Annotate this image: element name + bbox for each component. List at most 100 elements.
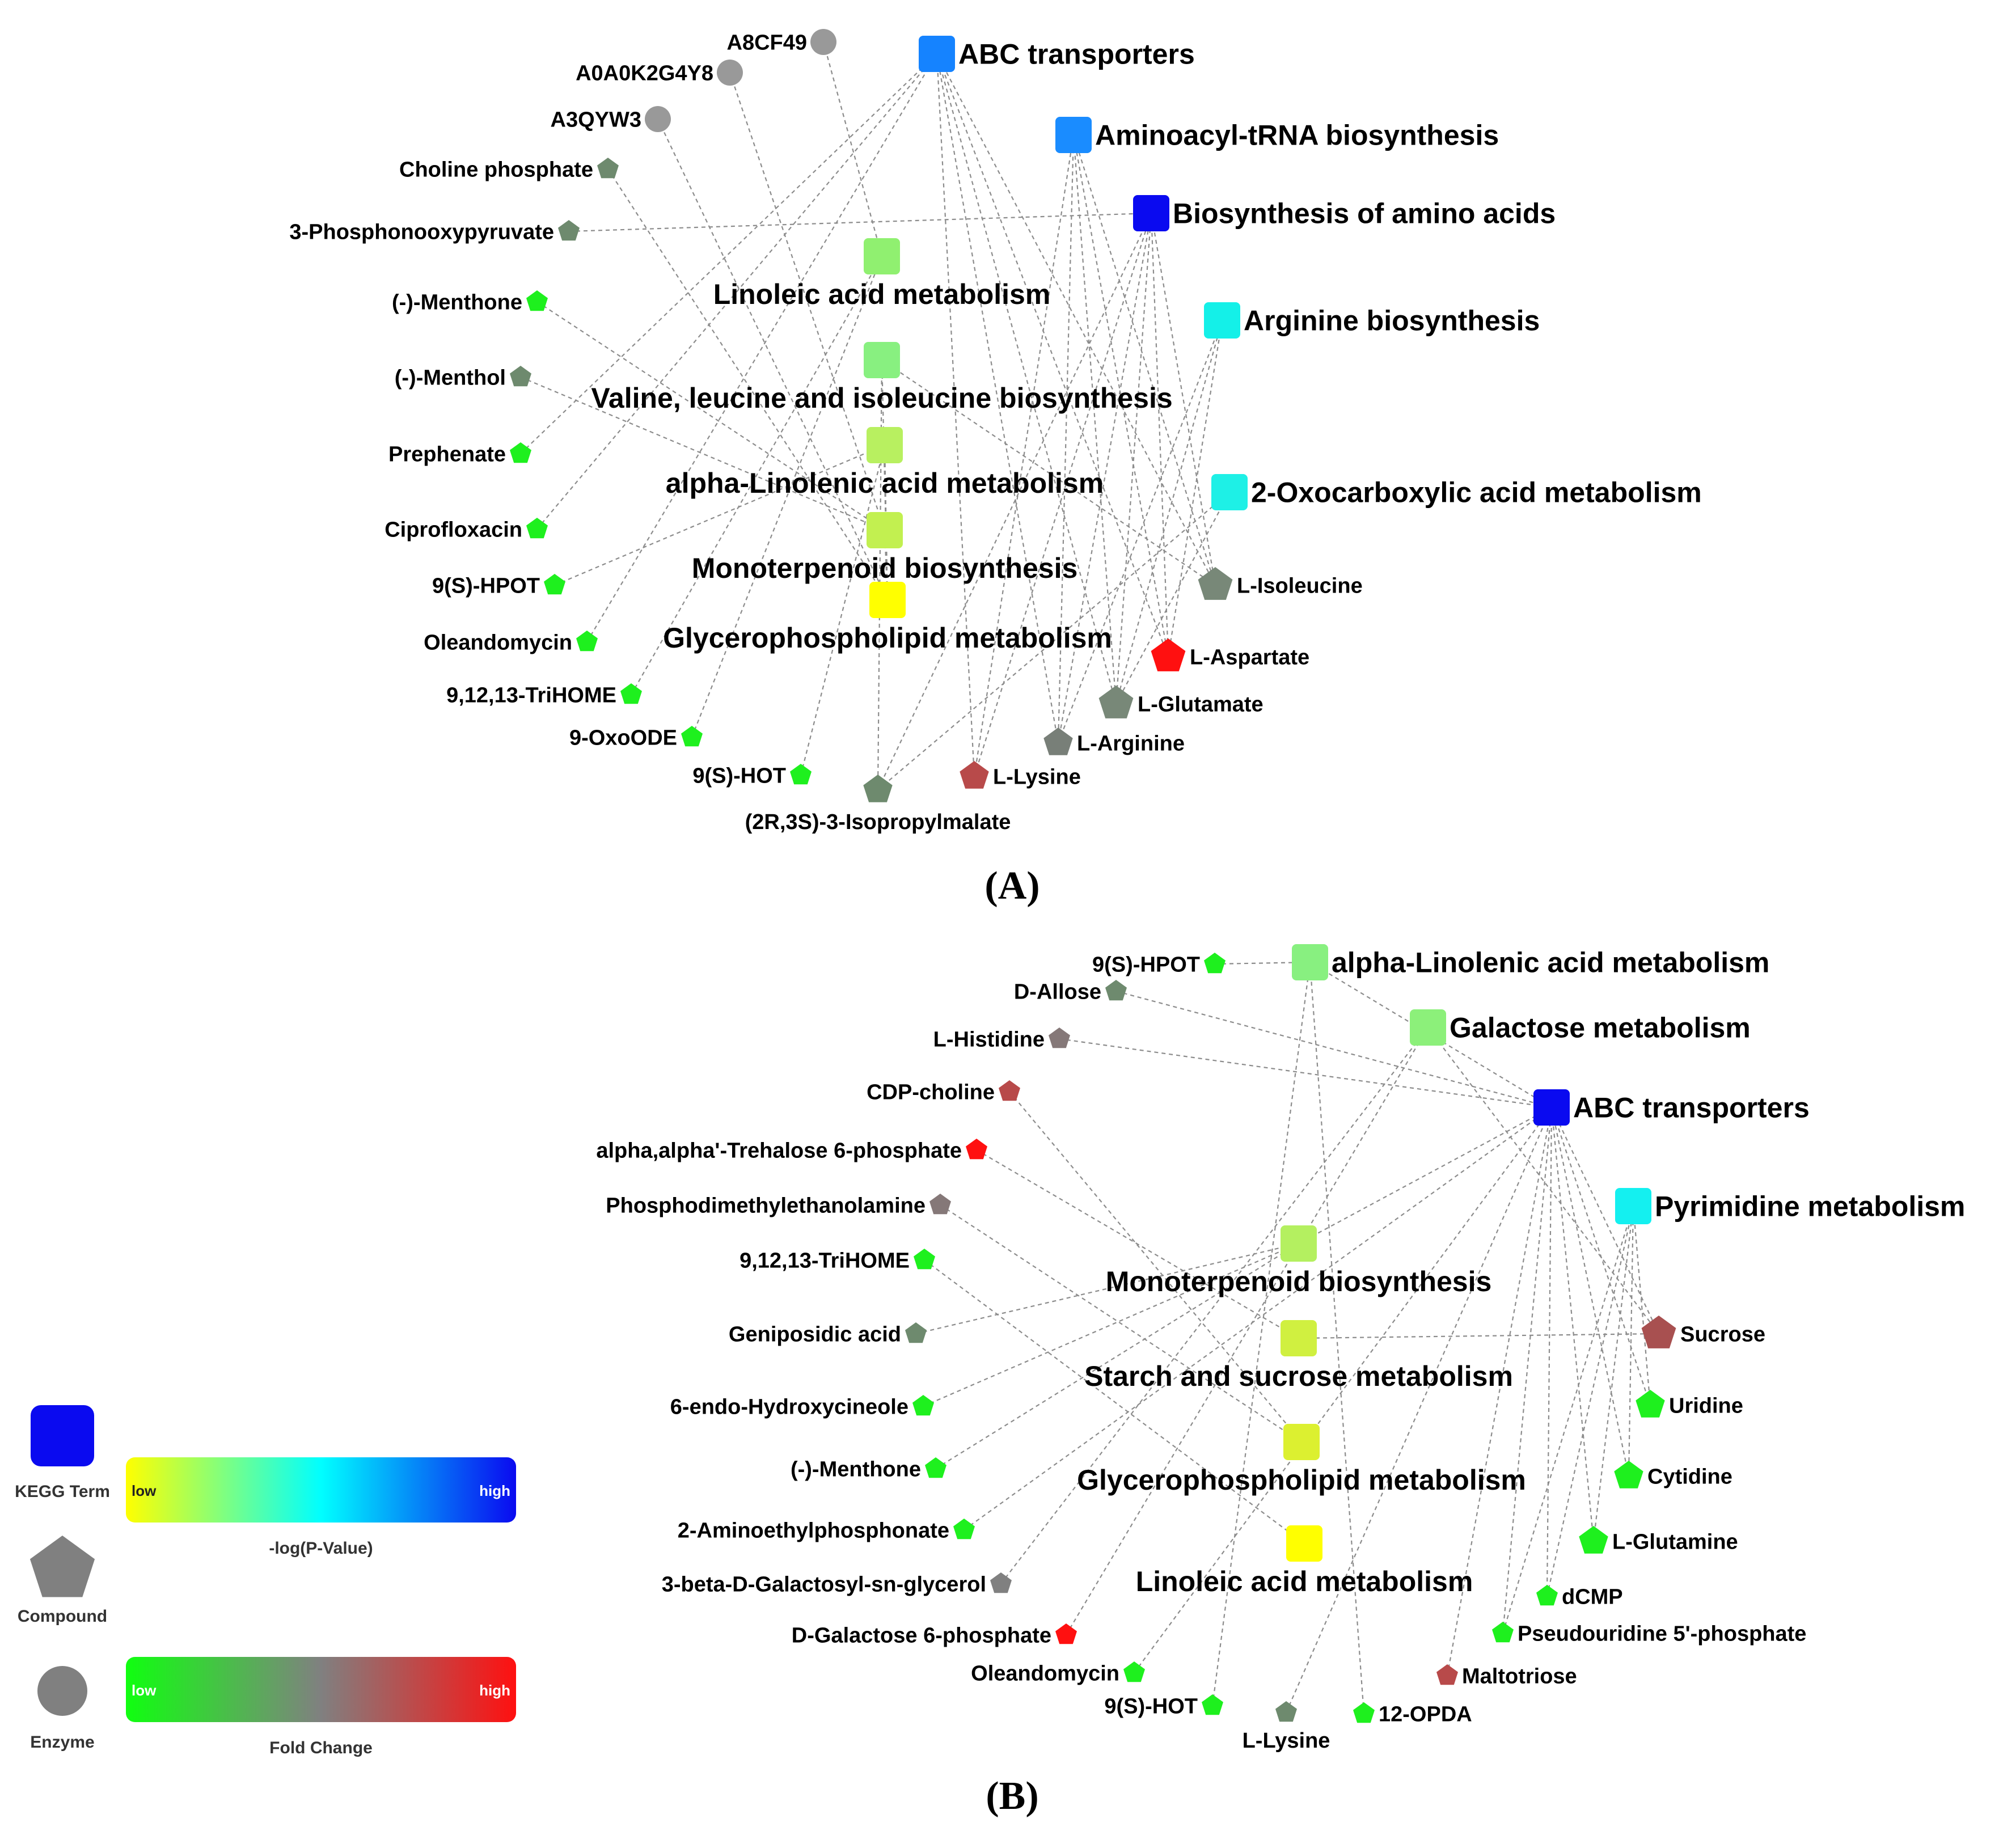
enzyme-a3qy[interactable]: A3QYW3 [551,106,671,132]
compound-gln[interactable]: L-Glutamine [1579,1526,1738,1554]
compound-genip[interactable]: Geniposidic acid [729,1322,927,1346]
kegg-term-arginine-label: Arginine biosynthesis [1244,305,1540,337]
compound-dgal[interactable]: D-Galactose 6-phosphate [792,1623,1077,1647]
compound-pentagon-icon [1641,1316,1676,1348]
fold-caption: Fold Change [269,1739,373,1757]
compound-cipro[interactable]: Ciprofloxacin [384,518,548,542]
compound-menthol[interactable]: (-)-Menthol [395,366,531,390]
kegg-term-linoleic-label: Linoleic acid metabolism [1136,1566,1473,1597]
compound-arg[interactable]: L-Arginine [1043,728,1185,755]
edge-a3qy-glycero [657,119,888,601]
compound-ile[interactable]: L-Isoleucine [1198,567,1363,600]
compound-glu[interactable]: L-Glutamate [1098,686,1264,718]
legend-enzyme: Enzyme [30,1666,95,1752]
compound-hydroxy[interactable]: 6-endo-Hydroxycineole [670,1395,934,1419]
compound-arg-label: L-Arginine [1077,731,1185,755]
kegg-term-oxocarb-label: 2-Oxocarboxylic acid metabolism [1251,477,1702,509]
kegg-term-abc[interactable]: ABC transporters [919,36,1195,72]
compound-galgly[interactable]: 3-beta-D-Galactosyl-sn-glycerol [662,1572,1012,1596]
compound-hpot[interactable]: 9(S)-HPOT [432,574,565,598]
kegg-term-valine[interactable]: Valine, leucine and isoleucine biosynthe… [591,342,1173,414]
compound-pentagon-icon [914,1249,935,1270]
kegg-term-galact[interactable]: Galactose metabolism [1410,1009,1751,1046]
compound-olean[interactable]: Oleandomycin [424,631,598,654]
kegg-term-valine-label: Valine, leucine and isoleucine biosynthe… [591,382,1172,414]
kegg-term-arginine[interactable]: Arginine biosynthesis [1204,302,1540,339]
compound-treh[interactable]: alpha,alpha'-Trehalose 6-phosphate [596,1139,987,1162]
compound-cdp[interactable]: CDP-choline [867,1080,1020,1104]
kegg-term-oxocarb[interactable]: 2-Oxocarboxylic acid metabolism [1211,474,1702,510]
kegg-term-alphalin[interactable]: alpha-Linolenic acid metabolism [666,427,1104,499]
kegg-term-aminoacyl[interactable]: Aminoacyl-tRNA biosynthesis [1055,117,1499,153]
kegg-term-biosyn[interactable]: Biosynthesis of amino acids [1133,195,1556,231]
compound-cyt-label: Cytidine [1647,1465,1732,1488]
edge-ile-aminoacyl [1072,134,1216,586]
enzyme-circle-icon [717,60,743,86]
enzyme-a0a0[interactable]: A0A0K2G4Y8 [576,60,743,86]
kegg-term-starch[interactable]: Starch and sucrose metabolism [1084,1320,1513,1392]
legend-fold-gradient: low high Fold Change [126,1657,516,1757]
kegg-term-glycero-label: Glycerophospholipid metabolism [1077,1464,1526,1496]
enzyme-a8cf[interactable]: A8CF49 [727,29,837,55]
kegg-term-abc[interactable]: ABC transporters [1533,1089,1810,1126]
kegg-term-glycero[interactable]: Glycerophospholipid metabolism [1077,1424,1526,1496]
compound-pentagon-icon [597,158,619,179]
compound-phospho-label: 3-Phosphonooxypyruvate [289,220,554,244]
kegg-term-linoleic[interactable]: Linoleic acid metabolism [713,238,1051,310]
kegg-term-monoterp[interactable]: Monoterpenoid biosynthesis [1106,1225,1492,1297]
kegg-term-alphalin[interactable]: alpha-Linolenic acid metabolism [1292,944,1769,980]
compound-dallose[interactable]: D-Allose [1014,980,1127,1004]
compound-lys[interactable]: L-Lysine [1243,1701,1330,1753]
kegg-term-glycero[interactable]: Glycerophospholipid metabolism [663,582,1112,654]
edge-glu-abc [936,53,1117,704]
compound-trihome[interactable]: 9,12,13-TriHOME [446,683,642,707]
compound-isoprop-label: (2R,3S)-3-Isopropylmalate [745,810,1011,834]
compound-his[interactable]: L-Histidine [933,1027,1070,1051]
kegg-term-galact-label: Galactose metabolism [1450,1012,1751,1044]
edge-opda-alphalin [1309,962,1365,1714]
kegg-term-monoterp[interactable]: Monoterpenoid biosynthesis [692,512,1078,584]
enzyme-a0a0-label: A0A0K2G4Y8 [576,61,713,85]
compound-hpot[interactable]: 9(S)-HPOT [1092,953,1226,976]
kegg-term-biosyn-label: Biosynthesis of amino acids [1173,198,1556,230]
compound-cholp[interactable]: Choline phosphate [399,158,619,181]
compound-pentagon-icon [925,1457,946,1478]
compound-menthone[interactable]: (-)-Menthone [392,290,548,314]
compound-asp[interactable]: L-Aspartate [1151,638,1310,671]
compound-pentagon-icon [1105,980,1127,1001]
kegg-term-monoterp-label: Monoterpenoid biosynthesis [692,552,1078,584]
compound-menthone-label: (-)-Menthone [791,1457,921,1481]
compound-sucr[interactable]: Sucrose [1641,1316,1765,1348]
compound-oxoode[interactable]: 9-OxoODE [569,726,703,750]
compound-prephen[interactable]: Prephenate [388,442,531,466]
compound-pentagon-icon [510,366,531,387]
compound-uri[interactable]: Uridine [1636,1390,1743,1418]
compound-pseudo[interactable]: Pseudouridine 5'-phosphate [1492,1622,1806,1646]
compound-dcmp[interactable]: dCMP [1536,1585,1623,1609]
kegg-term-square-icon [1133,195,1169,231]
compound-hot[interactable]: 9(S)-HOT [692,764,812,788]
compound-malt[interactable]: Maltotriose [1436,1664,1577,1688]
compound-cyt[interactable]: Cytidine [1614,1461,1732,1488]
compound-hot[interactable]: 9(S)-HOT [1104,1694,1223,1718]
edge-trihome-linoleic [924,1259,1305,1544]
compound-phospho[interactable]: 3-Phosphonooxypyruvate [289,220,580,244]
compound-olean[interactable]: Oleandomycin [971,1661,1145,1685]
edge-a8cf-linoleic [822,41,883,257]
compound-lys[interactable]: L-Lysine [960,761,1081,789]
compound-amino[interactable]: 2-Aminoethylphosphonate [678,1519,975,1542]
compound-opda[interactable]: 12-OPDA [1353,1702,1472,1726]
edge-sucr-abc [1551,1107,1659,1334]
compound-isoprop[interactable]: (2R,3S)-3-Isopropylmalate [745,775,1011,834]
edge-isoprop-oxocarb [877,492,1230,790]
compound-trihome[interactable]: 9,12,13-TriHOME [739,1249,935,1272]
kegg-term-pyrim[interactable]: Pyrimidine metabolism [1615,1188,1965,1224]
edge-cyt-pyrim [1628,1206,1634,1477]
kegg-term-linoleic[interactable]: Linoleic acid metabolism [1136,1525,1473,1597]
compound-galgly-label: 3-beta-D-Galactosyl-sn-glycerol [662,1572,986,1596]
compound-pdme[interactable]: Phosphodimethylethanolamine [606,1194,951,1217]
compound-menthone[interactable]: (-)-Menthone [791,1457,946,1481]
edge-ile-biosyn [1150,213,1216,586]
compound-pentagon-icon [863,775,893,802]
compound-pentagon-icon [953,1519,975,1540]
